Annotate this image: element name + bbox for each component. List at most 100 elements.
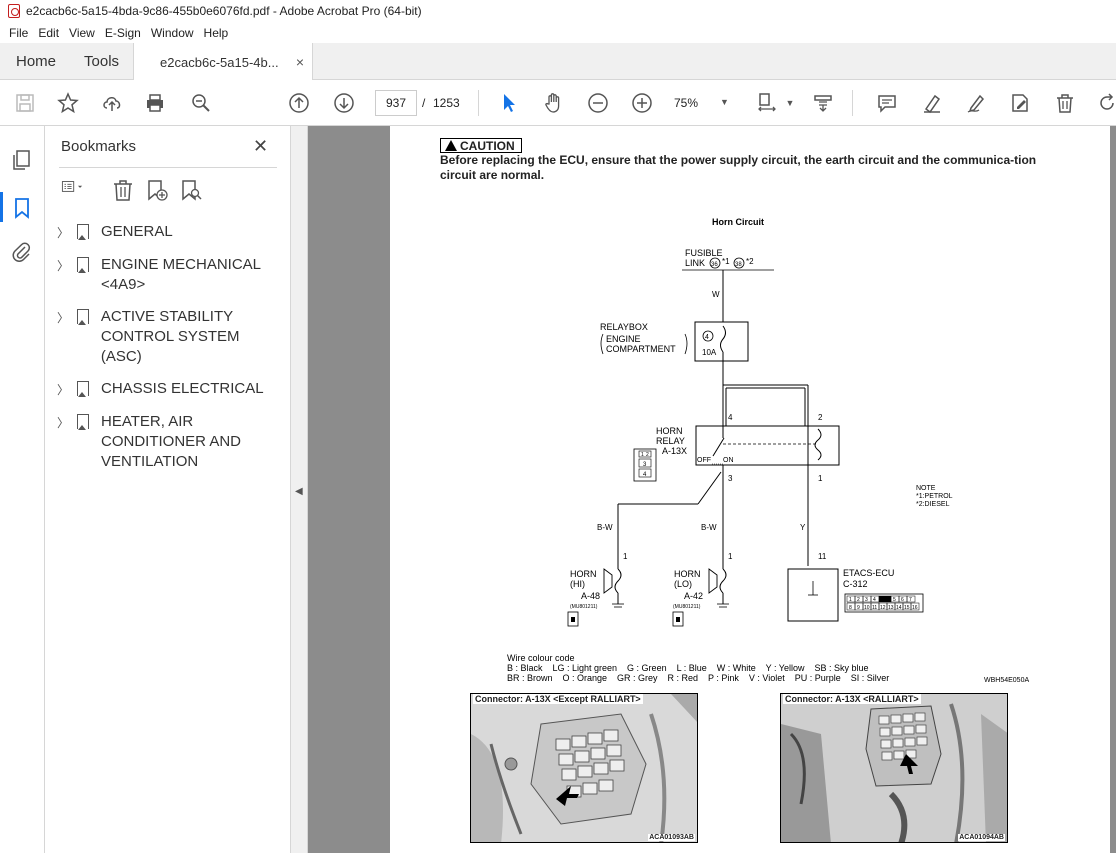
panel-splitter[interactable]: ◀ bbox=[291, 126, 308, 853]
hand-tool-icon[interactable] bbox=[543, 92, 565, 114]
conn-pin-2: 2 bbox=[646, 452, 649, 458]
page-thumbnails-icon[interactable] bbox=[10, 148, 34, 172]
bookmark-label: GENERAL bbox=[101, 223, 173, 240]
bookmark-icon bbox=[77, 381, 89, 397]
save-icon[interactable] bbox=[14, 92, 36, 114]
relaybox-label-1: RELAYBOX bbox=[600, 322, 648, 332]
menu-esign[interactable]: E-Sign bbox=[104, 25, 141, 40]
bookmark-icon bbox=[76, 309, 89, 325]
relay-on-label: ON bbox=[723, 457, 734, 464]
menu-window[interactable]: Window bbox=[150, 25, 194, 40]
zoom-in-icon[interactable] bbox=[631, 92, 653, 114]
menu-view[interactable]: View bbox=[69, 25, 95, 40]
title-bar: e2cacb6c-5a15-4bda-9c86-455b0e6076fd.pdf… bbox=[0, 0, 1116, 22]
tab-home[interactable]: Home bbox=[16, 53, 57, 70]
connector-a13x-icon bbox=[633, 448, 657, 482]
collapse-panel-arrow-icon[interactable]: ◀ bbox=[295, 486, 303, 497]
print-icon[interactable] bbox=[144, 92, 166, 114]
bookmarks-rail-icon[interactable] bbox=[10, 196, 34, 220]
document-viewport[interactable]: CAUTION Before replacing the ECU, ensure… bbox=[308, 126, 1116, 853]
page-up-icon[interactable] bbox=[288, 92, 310, 114]
pin-2-label: 2 bbox=[818, 413, 823, 422]
photo-left-caption: Connector: A-13X <Except RALLIART> bbox=[473, 694, 643, 704]
tab-tools[interactable]: Tools bbox=[84, 53, 120, 70]
wire-bw-label-1: B-W bbox=[597, 523, 613, 532]
toolbar-divider bbox=[852, 90, 853, 116]
zoom-out-icon[interactable] bbox=[587, 92, 609, 114]
horn-lo-label-3: A-42 bbox=[684, 591, 703, 601]
ecu-pin-15: 15 bbox=[904, 605, 910, 611]
pin-1-label: 1 bbox=[818, 474, 823, 483]
bookmarks-panel: Bookmarks ✕ 〉 GENERAL 〉 ENGINE MECHANICA… bbox=[45, 126, 291, 853]
bookmark-item-general[interactable]: 〉 GENERAL bbox=[57, 222, 283, 243]
comment-icon[interactable] bbox=[876, 92, 898, 114]
chevron-right-icon[interactable]: 〉 bbox=[57, 416, 70, 430]
page-fit-dropdown-icon[interactable]: ▼ bbox=[785, 98, 795, 108]
note-title: NOTE bbox=[916, 485, 936, 492]
fusible-label-2: LINK bbox=[685, 258, 705, 268]
attachments-paperclip-icon[interactable] bbox=[10, 240, 34, 264]
select-cursor-icon[interactable] bbox=[498, 92, 520, 114]
tab-document[interactable]: e2cacb6c-5a15-4b... × bbox=[133, 43, 314, 81]
delete-icon[interactable] bbox=[1054, 92, 1076, 114]
note-2: *2:DIESEL bbox=[916, 501, 950, 508]
zoom-dropdown-icon[interactable]: ▼ bbox=[720, 97, 729, 107]
bookmark-icon bbox=[77, 257, 89, 273]
scroll-mode-icon[interactable] bbox=[812, 92, 834, 114]
bookmark-label: CHASSIS ELECTRICAL bbox=[101, 380, 264, 397]
menu-help[interactable]: Help bbox=[203, 25, 229, 40]
menu-file[interactable]: File bbox=[9, 25, 29, 40]
wire-code-row-2: BR : Brown O : Orange GR : Grey R : Red … bbox=[507, 673, 889, 683]
wire-y-label: Y bbox=[800, 523, 806, 532]
fusible-b: 38 bbox=[735, 262, 742, 268]
bookmarks-list: 〉 GENERAL 〉 ENGINE MECHANICAL <4A9> 〉 AC… bbox=[57, 222, 283, 484]
chevron-right-icon[interactable]: 〉 bbox=[57, 383, 70, 397]
menu-edit[interactable]: Edit bbox=[38, 25, 60, 40]
engine-bay-photo-right bbox=[781, 694, 1007, 842]
conn-pin-4: 4 bbox=[643, 472, 647, 478]
page-fit-icon[interactable] bbox=[756, 92, 778, 114]
ecu-pin-5: 5 bbox=[893, 597, 896, 603]
page-total: 1253 bbox=[433, 96, 460, 110]
rotate-icon[interactable] bbox=[1096, 92, 1116, 114]
bookmark-item-heater[interactable]: 〉 HEATER, AIR CONDITIONER AND VENTILATIO… bbox=[57, 412, 283, 472]
fuse-number: 4 bbox=[705, 334, 709, 341]
ecu-pin-4: 4 bbox=[873, 597, 876, 603]
horn-hi-label-4: (MU801211) bbox=[570, 604, 598, 610]
photo-right-caption: Connector: A-13X <RALLIART> bbox=[783, 694, 921, 704]
page-number-input[interactable]: 937 bbox=[375, 90, 417, 116]
horn-relay-label-3: A-13X bbox=[662, 446, 687, 456]
new-bookmark-icon[interactable] bbox=[145, 178, 169, 202]
menu-bar: File Edit View E-Sign Window Help bbox=[0, 22, 1116, 43]
chevron-right-icon[interactable]: 〉 bbox=[57, 311, 70, 325]
edit-pdf-icon[interactable] bbox=[1009, 92, 1031, 114]
horn-hi-connector-icon bbox=[567, 611, 579, 627]
caution-text: Before replacing the ECU, ensure that th… bbox=[440, 153, 1037, 182]
delete-bookmark-icon[interactable] bbox=[111, 178, 135, 202]
bookmark-item-active-stability[interactable]: 〉 ACTIVE STABILITY CONTROL SYSTEM (ASC) bbox=[57, 307, 283, 367]
bookmarks-close-icon[interactable]: ✕ bbox=[253, 136, 269, 156]
horn-hi-label-1: HORN bbox=[570, 569, 597, 579]
fill-sign-icon[interactable] bbox=[965, 92, 987, 114]
cloud-upload-icon[interactable] bbox=[101, 92, 123, 114]
ecu-pin-12: 12 bbox=[880, 605, 886, 611]
horn-lo-label-4: (MU801211) bbox=[673, 604, 701, 610]
connector-photo-except-ralliart: Connector: A-13X <Except RALLIART> ACA01… bbox=[470, 693, 698, 843]
warning-triangle-icon bbox=[445, 140, 457, 151]
chevron-right-icon[interactable]: 〉 bbox=[57, 226, 70, 240]
highlight-pen-icon[interactable] bbox=[921, 92, 943, 114]
wire-w-label: W bbox=[712, 290, 720, 299]
bookmark-item-chassis-electrical[interactable]: 〉 CHASSIS ELECTRICAL bbox=[57, 379, 283, 400]
pin-11-label: 11 bbox=[818, 552, 827, 561]
relay-off-label: OFF bbox=[697, 457, 711, 464]
chevron-right-icon[interactable]: 〉 bbox=[57, 259, 70, 273]
bookmark-options-icon[interactable] bbox=[61, 178, 85, 202]
find-bookmark-icon[interactable] bbox=[179, 178, 203, 202]
tab-close-icon[interactable]: × bbox=[295, 54, 305, 70]
fuse-circle-b bbox=[733, 257, 745, 269]
bookmark-item-engine-mechanical[interactable]: 〉 ENGINE MECHANICAL <4A9> bbox=[57, 255, 283, 295]
page-down-icon[interactable] bbox=[333, 92, 355, 114]
zoom-search-icon[interactable] bbox=[190, 92, 212, 114]
zoom-level[interactable]: 75% bbox=[674, 96, 699, 110]
star-icon[interactable] bbox=[57, 92, 79, 114]
